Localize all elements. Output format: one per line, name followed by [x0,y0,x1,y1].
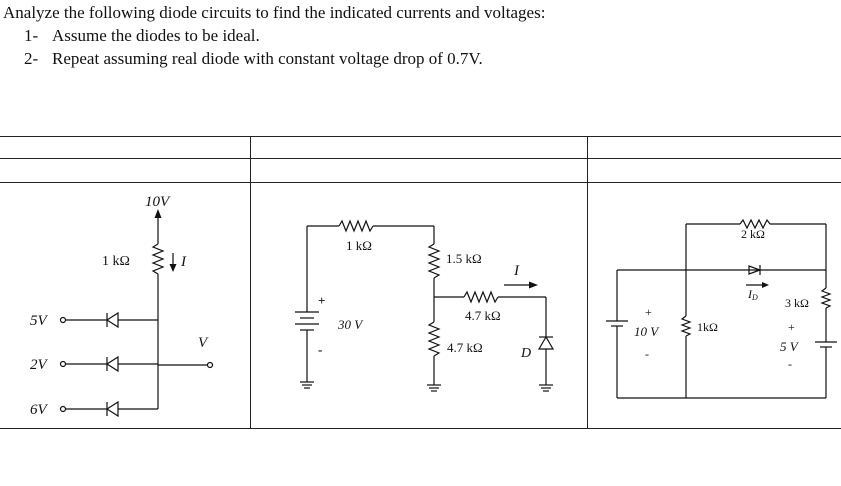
table-grid [0,136,841,429]
resistor-label: 1 kΩ [346,238,372,253]
resistor-label: 2 kΩ [741,227,765,241]
input-voltage-label: 6V [30,402,49,418]
minus-sign: - [318,342,322,357]
resistor-label: 3 kΩ [785,296,809,310]
plus-sign: + [788,320,795,334]
circuit-3-labels: 2 kΩ ID 3 kΩ + 10 V - 1kΩ + 5 V - [634,227,809,371]
input-voltage-label: 5V [30,313,49,329]
diode-label: D [520,346,531,361]
current-label: I [513,263,520,279]
question-title: Analyze the following diode circuits to … [3,3,546,22]
resistor-label: 1 kΩ [102,254,130,269]
current-label: I [180,254,187,270]
resistor-label: 4.7 kΩ [465,308,501,323]
source-voltage-label: 30 V [337,317,364,332]
source-voltage-label: 10 V [634,324,660,339]
instruction-item-2: 2- Repeat assuming real diode with consta… [24,49,483,69]
plus-sign: + [645,305,652,319]
minus-sign: - [645,347,649,361]
instruction-item-1: 1- Assume the diodes to be ideal. [24,26,260,46]
diode-current-label: ID [747,287,758,302]
source-voltage-label: 5 V [780,339,800,354]
resistor-label: 1.5 kΩ [446,251,482,266]
circuit-1 [59,209,214,418]
input-voltage-label: 2V [30,357,49,373]
circuit-2-labels: 1 kΩ + 30 V - 1.5 kΩ I 4.7 kΩ 4.7 kΩ D [318,238,531,361]
resistor-label: 1kΩ [697,320,718,334]
item-number: 1- [24,26,39,45]
supply-voltage-label: 10V [145,194,171,210]
circuit-1-labels: 10V 1 kΩ I 5V 2V 6V V [30,194,209,418]
item-text: Assume the diodes to be ideal. [52,26,260,45]
circuit-3 [606,218,837,399]
circuit-2 [295,219,555,392]
minus-sign: - [788,357,792,371]
plus-sign: + [318,293,325,308]
resistor-label: 4.7 kΩ [447,340,483,355]
item-number: 2- [24,49,39,68]
output-voltage-label: V [198,335,209,351]
item-text: Repeat assuming real diode with constant… [52,49,483,68]
